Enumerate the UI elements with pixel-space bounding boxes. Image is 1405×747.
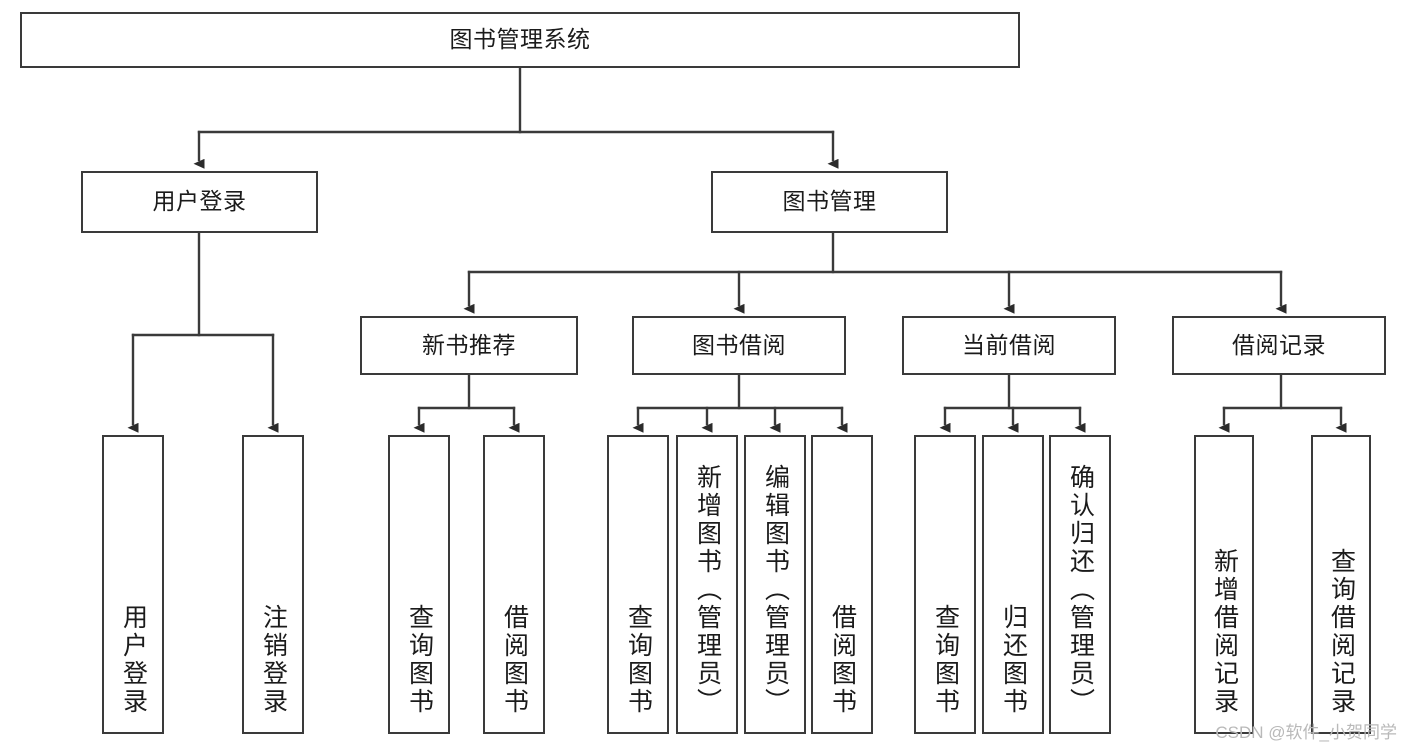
node-leaf-query-record[interactable]: 查询借阅记录: [1311, 435, 1371, 734]
node-leaf-return-book-label: 归还图书: [999, 604, 1028, 716]
node-book-manage-label: 图书管理: [782, 188, 877, 215]
node-leaf-query-book-2-label: 查询图书: [624, 604, 653, 716]
node-current-borrow-label: 当前借阅: [962, 331, 1056, 358]
node-leaf-borrow-book-2[interactable]: 借阅图书: [811, 435, 873, 734]
node-leaf-logout-login[interactable]: 注销登录: [242, 435, 304, 734]
node-user-login-label: 用户登录: [152, 188, 247, 215]
node-leaf-borrow-book-2-label: 借阅图书: [828, 604, 857, 716]
node-leaf-add-record[interactable]: 新增借阅记录: [1194, 435, 1254, 734]
node-leaf-add-book-label: 新增图书（管理员）: [693, 464, 722, 716]
node-new-book-rec[interactable]: 新书推荐: [360, 316, 578, 375]
node-leaf-confirm-return[interactable]: 确认归还（管理员）: [1049, 435, 1111, 734]
node-book-manage[interactable]: 图书管理: [711, 171, 948, 233]
node-leaf-add-book[interactable]: 新增图书（管理员）: [676, 435, 738, 734]
node-leaf-confirm-return-label: 确认归还（管理员）: [1066, 464, 1095, 716]
node-leaf-return-book[interactable]: 归还图书: [982, 435, 1044, 734]
node-leaf-borrow-book-1-label: 借阅图书: [500, 604, 529, 716]
node-leaf-user-login[interactable]: 用户登录: [102, 435, 164, 734]
node-root-label: 图书管理系统: [449, 26, 591, 53]
node-leaf-logout-login-label: 注销登录: [259, 604, 288, 716]
node-leaf-query-book-1-label: 查询图书: [405, 604, 434, 716]
node-new-book-rec-label: 新书推荐: [422, 331, 516, 358]
node-borrow-record[interactable]: 借阅记录: [1172, 316, 1386, 375]
node-book-borrow-label: 图书借阅: [692, 331, 786, 358]
node-leaf-query-record-label: 查询借阅记录: [1327, 548, 1356, 716]
node-leaf-query-book-1[interactable]: 查询图书: [388, 435, 450, 734]
node-leaf-edit-book-label: 编辑图书（管理员）: [761, 464, 790, 716]
node-root[interactable]: 图书管理系统: [20, 12, 1020, 68]
node-leaf-query-book-3-label: 查询图书: [931, 604, 960, 716]
node-current-borrow[interactable]: 当前借阅: [902, 316, 1116, 375]
watermark: CSDN @软件_小贺同学: [1215, 723, 1397, 742]
node-user-login[interactable]: 用户登录: [81, 171, 318, 233]
node-book-borrow[interactable]: 图书借阅: [632, 316, 846, 375]
node-borrow-record-label: 借阅记录: [1232, 331, 1326, 358]
node-leaf-edit-book[interactable]: 编辑图书（管理员）: [744, 435, 806, 734]
node-leaf-user-login-label: 用户登录: [119, 604, 148, 716]
node-leaf-borrow-book-1[interactable]: 借阅图书: [483, 435, 545, 734]
node-leaf-query-book-2[interactable]: 查询图书: [607, 435, 669, 734]
node-leaf-query-book-3[interactable]: 查询图书: [914, 435, 976, 734]
node-leaf-add-record-label: 新增借阅记录: [1210, 548, 1239, 716]
